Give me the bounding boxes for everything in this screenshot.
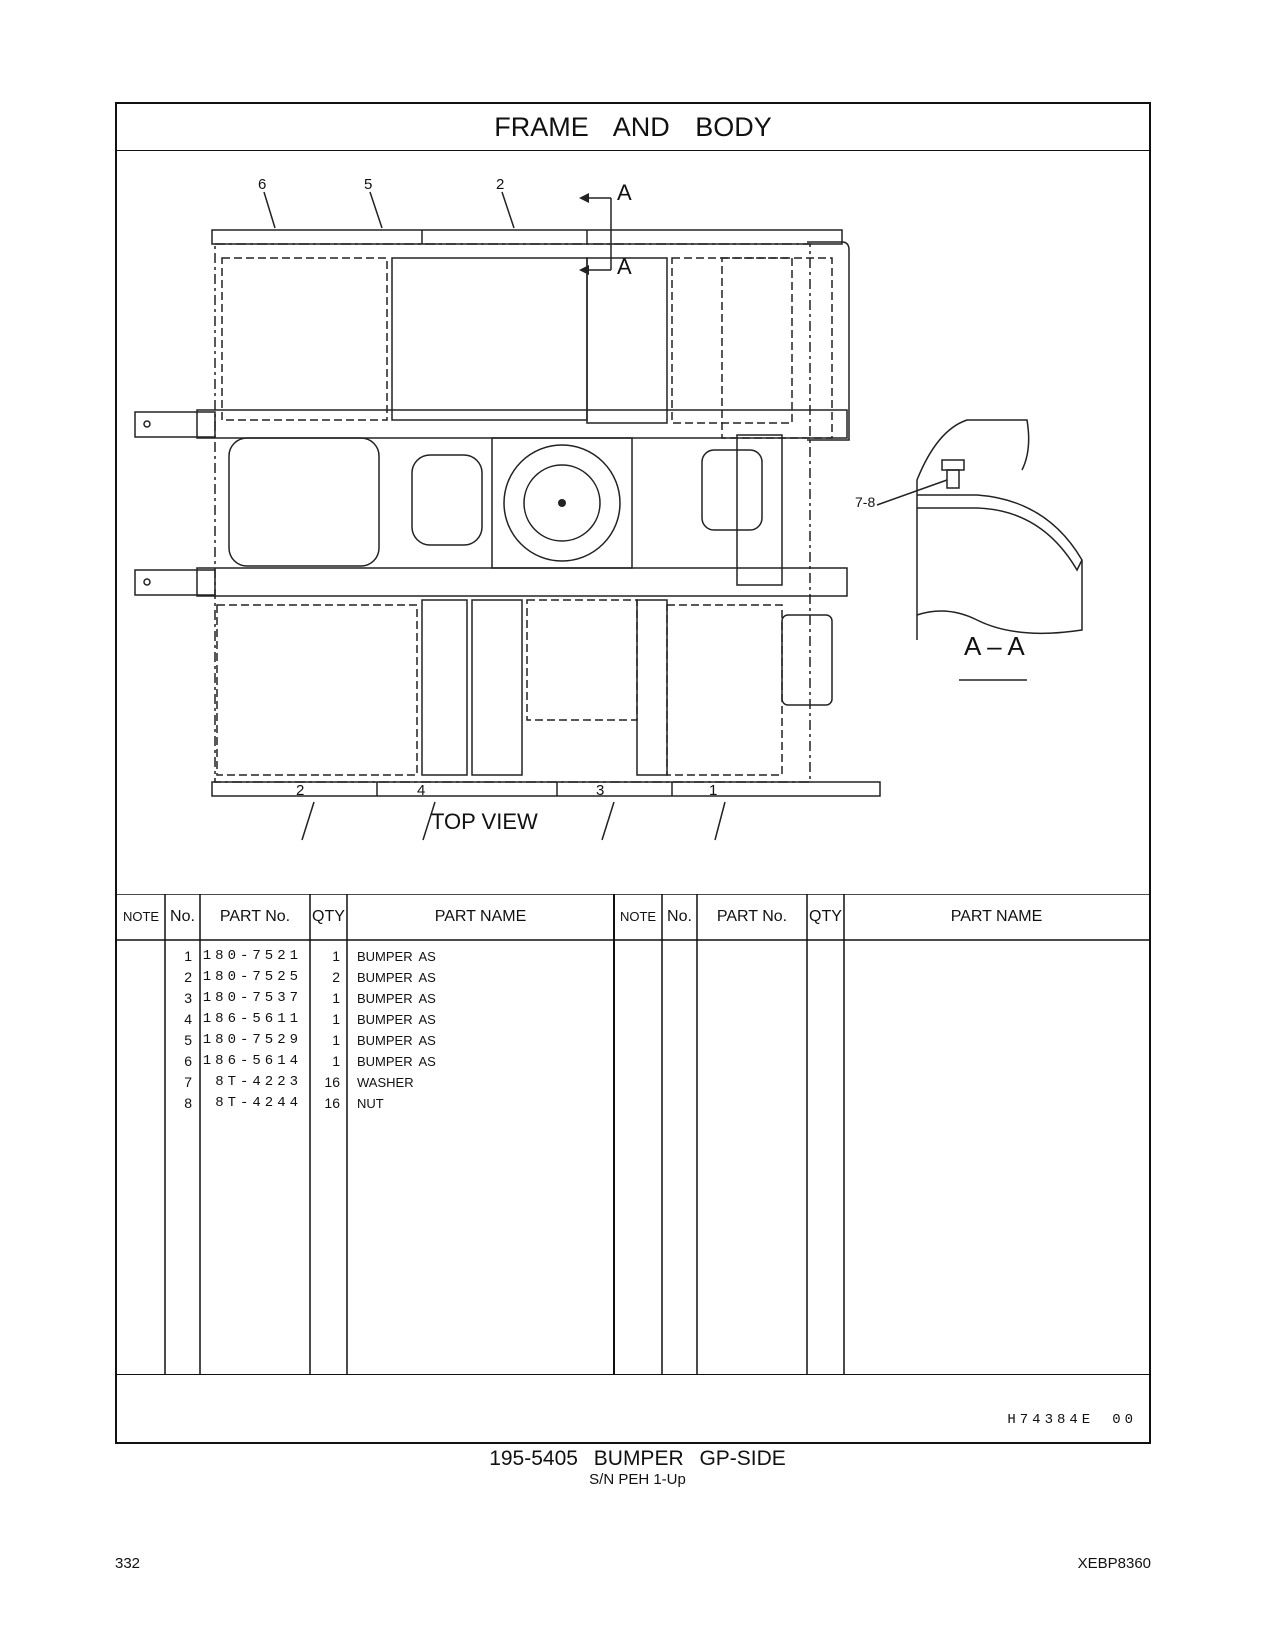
row-qty: 1 — [332, 990, 340, 1006]
row-qty: 16 — [324, 1095, 340, 1111]
row-qty: 2 — [332, 969, 340, 985]
row-qty: 1 — [332, 1053, 340, 1069]
row-part-number: 186-5611 — [202, 1011, 302, 1027]
page-title: FRAME AND BODY — [117, 104, 1149, 151]
callout-2-bottom: 2 — [296, 782, 305, 799]
row-part-number: 8T-4223 — [215, 1074, 302, 1090]
illustration-footer: H74384E 00 — [117, 1374, 1149, 1442]
callout-4: 4 — [417, 782, 426, 799]
row-part-name: BUMPER AS — [357, 1033, 436, 1048]
parts-table-grid — [117, 894, 1149, 1374]
row-part-number: 180-7521 — [202, 948, 302, 964]
row-qty: 16 — [324, 1074, 340, 1090]
row-part-number: 186-5614 — [202, 1053, 302, 1069]
header-part-no-right: PART No. — [716, 908, 788, 925]
callout-6: 6 — [258, 176, 267, 193]
row-part-number: 180-7537 — [202, 990, 302, 1006]
row-item-no: 4 — [184, 1011, 192, 1027]
group-caption: 195-5405 BUMPER GP-SIDE — [489, 1447, 786, 1470]
frame-drawing — [134, 191, 1083, 841]
row-part-number: 8T-4244 — [215, 1095, 302, 1111]
top-bumper — [211, 229, 843, 245]
parts-table: NOTE No. PART No. QTY PART NAME NOTE No.… — [117, 894, 1149, 1374]
header-qty-right: QTY — [809, 908, 842, 925]
callout-3: 3 — [596, 782, 605, 799]
header-note-right: NOTE — [619, 909, 657, 924]
detail-label: A – A — [964, 631, 1025, 661]
row-part-name: WASHER — [357, 1075, 414, 1090]
row-item-no: 6 — [184, 1053, 192, 1069]
row-qty: 1 — [332, 948, 340, 964]
row-part-name: BUMPER AS — [357, 970, 436, 985]
header-part-no-left: PART No. — [219, 908, 291, 925]
header-no-left: No. — [170, 908, 195, 925]
header-part-name-right: PART NAME — [950, 908, 1043, 925]
detail-callout: 7-8 — [855, 494, 876, 510]
row-item-no: 5 — [184, 1032, 192, 1048]
right-bumper — [807, 241, 850, 441]
document-number: XEBP8360 — [1077, 1555, 1151, 1572]
header-part-name-left: PART NAME — [434, 908, 527, 925]
row-qty: 1 — [332, 1011, 340, 1027]
section-arrow-label-bottom: A — [617, 254, 632, 279]
callout-5: 5 — [364, 176, 373, 193]
row-item-no: 2 — [184, 969, 192, 985]
row-qty: 1 — [332, 1032, 340, 1048]
row-item-no: 3 — [184, 990, 192, 1006]
page-number: 332 — [115, 1555, 141, 1572]
row-part-number: 180-7525 — [202, 969, 302, 985]
illustration-rev: 00 — [1112, 1412, 1137, 1428]
bottom-bumper — [211, 781, 881, 797]
callout-2-top: 2 — [496, 176, 505, 193]
header-qty-left: QTY — [312, 908, 345, 925]
row-item-no: 8 — [184, 1095, 192, 1111]
section-arrow-label-top: A — [617, 180, 632, 205]
illustration-code-value: H74384E — [1007, 1412, 1095, 1428]
illustration-code: H74384E 00 — [1007, 1412, 1137, 1428]
detail-view — [916, 419, 1030, 640]
row-item-no: 7 — [184, 1074, 192, 1090]
row-part-name: BUMPER AS — [357, 1054, 436, 1069]
serial-range: S/N PEH 1-Up — [589, 1471, 686, 1488]
view-label: TOP VIEW — [431, 809, 538, 834]
header-note-left: NOTE — [122, 909, 160, 924]
header-no-right: No. — [667, 908, 692, 925]
row-item-no: 1 — [184, 948, 192, 964]
row-part-name: BUMPER AS — [357, 949, 436, 964]
row-part-name: BUMPER AS — [357, 1012, 436, 1027]
parts-page-frame: FRAME AND BODY — [115, 102, 1151, 1444]
row-part-name: BUMPER AS — [357, 991, 436, 1006]
row-part-number: 180-7529 — [202, 1032, 302, 1048]
row-part-name: NUT — [357, 1096, 384, 1111]
callout-1: 1 — [709, 782, 718, 799]
